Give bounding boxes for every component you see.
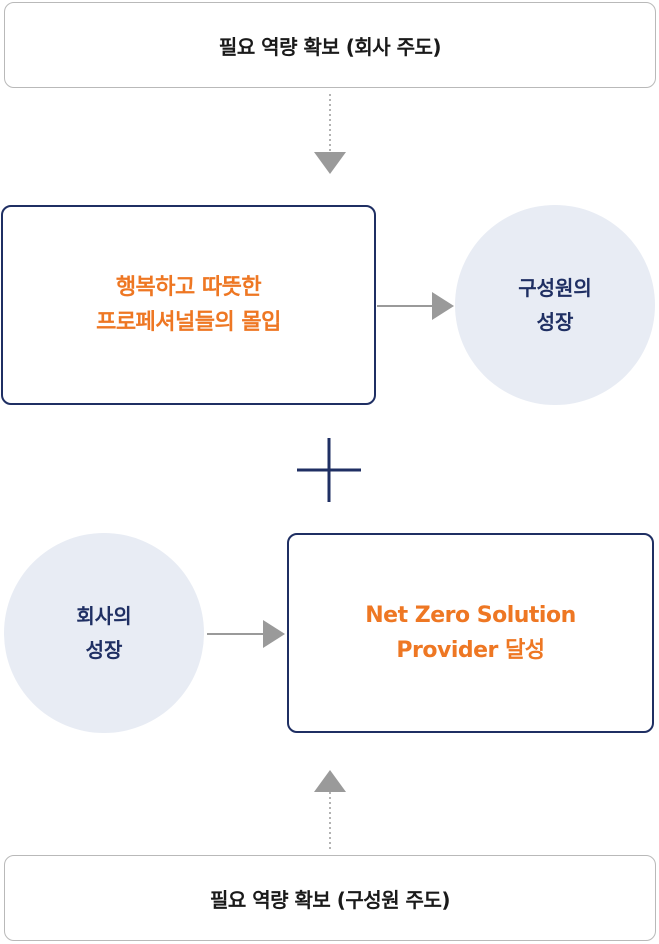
employee-growth-line2: 성장: [536, 310, 574, 334]
company-growth-line2: 성장: [85, 638, 123, 662]
net-zero-goal-line2: Provider 달성: [396, 638, 545, 663]
arrow-up-icon: [314, 770, 346, 792]
top-capability-label: 필요 역량 확보 (회사 주도): [218, 34, 442, 59]
arrow-right-icon: [432, 292, 454, 320]
company-growth-line1: 회사의: [76, 604, 132, 628]
bottom-capability-label: 필요 역량 확보 (구성원 주도): [209, 887, 451, 912]
plus-icon: [297, 438, 361, 502]
employee-immersion-line2: 프로페셔널들의 몰입: [96, 310, 281, 335]
net-zero-goal-box: Net Zero Solution Provider 달성: [287, 533, 654, 733]
employee-immersion-line1: 행복하고 따뜻한: [115, 275, 262, 300]
top-capability-box: 필요 역량 확보 (회사 주도): [4, 2, 656, 88]
employee-immersion-box: 행복하고 따뜻한 프로페셔널들의 몰입: [1, 205, 376, 405]
employee-growth-circle: 구성원의 성장: [455, 205, 655, 405]
employee-growth-line1: 구성원의: [518, 276, 592, 300]
arrow-right-icon-2: [263, 620, 285, 648]
net-zero-goal-line1: Net Zero Solution: [365, 603, 576, 628]
bottom-capability-box: 필요 역량 확보 (구성원 주도): [4, 855, 656, 941]
arrow-down-icon: [314, 152, 346, 174]
company-growth-circle: 회사의 성장: [4, 533, 204, 733]
